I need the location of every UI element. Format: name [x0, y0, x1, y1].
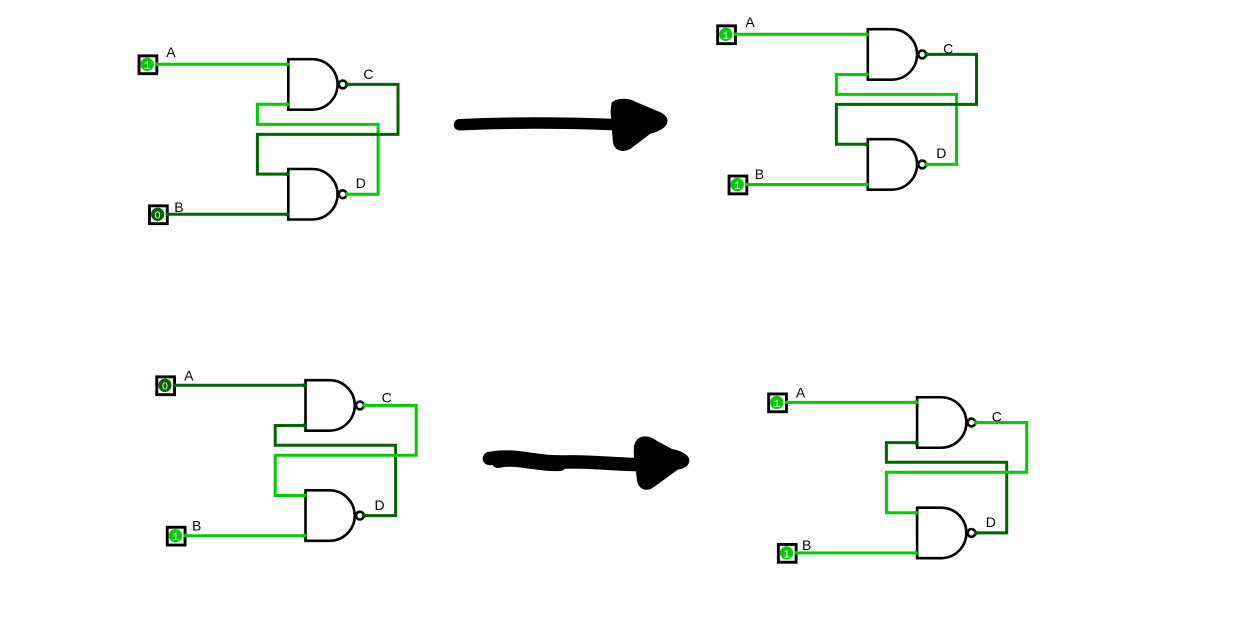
svg-text:D: D	[356, 175, 366, 191]
svg-text:B: B	[755, 166, 764, 182]
svg-text:C: C	[363, 66, 373, 82]
svg-text:1: 1	[783, 549, 790, 561]
svg-text:D: D	[986, 514, 996, 530]
svg-text:A: A	[166, 44, 176, 60]
svg-text:A: A	[745, 14, 755, 30]
svg-text:1: 1	[734, 181, 741, 193]
svg-text:A: A	[184, 367, 194, 383]
svg-text:C: C	[382, 390, 392, 406]
svg-text:1: 1	[773, 399, 780, 411]
svg-text:D: D	[936, 145, 946, 161]
svg-text:C: C	[943, 40, 953, 56]
svg-text:B: B	[174, 199, 183, 215]
svg-text:C: C	[992, 408, 1002, 424]
svg-text:0: 0	[162, 381, 168, 393]
svg-text:1: 1	[722, 31, 729, 43]
svg-text:A: A	[796, 384, 806, 400]
svg-text:B: B	[192, 517, 201, 533]
svg-text:0: 0	[155, 210, 161, 222]
svg-text:1: 1	[144, 61, 151, 73]
svg-text:D: D	[375, 497, 385, 513]
svg-text:B: B	[802, 537, 811, 553]
svg-text:1: 1	[172, 532, 179, 544]
